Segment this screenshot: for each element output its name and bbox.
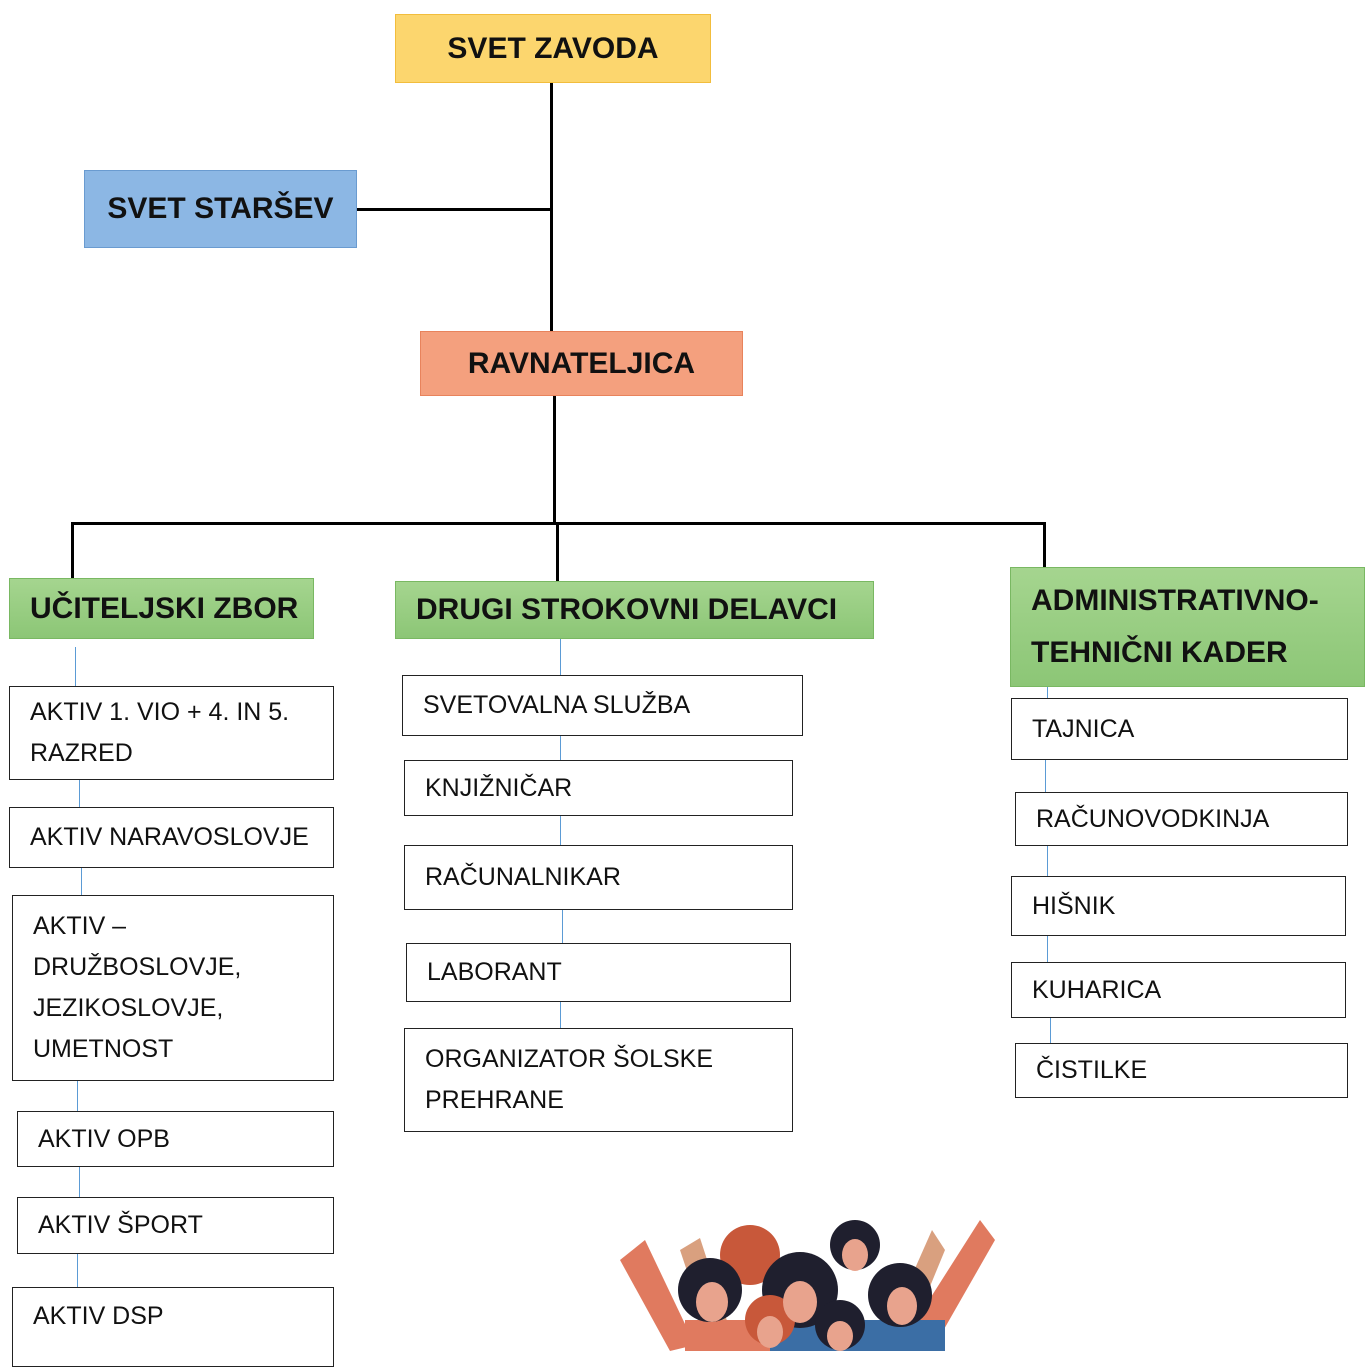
node-svet-zavoda: SVET ZAVODA xyxy=(395,14,711,83)
node-hisnik: HIŠNIK xyxy=(1011,876,1346,936)
node-label: RAČUNOVODKINJA xyxy=(1036,804,1270,833)
node-label: HIŠNIK xyxy=(1032,891,1116,920)
node-organizator-solske-prehrane: ORGANIZATOR ŠOLSKE PREHRANE xyxy=(404,1028,793,1132)
node-label: SVET STARŠEV xyxy=(107,192,334,225)
node-knjiznicar: KNJIŽNIČAR xyxy=(404,760,793,816)
node-aktiv-sport: AKTIV ŠPORT xyxy=(17,1197,334,1254)
node-label: SVET ZAVODA xyxy=(447,31,659,65)
node-label: AKTIV NARAVOSLOVJE xyxy=(30,823,309,851)
thin-connector xyxy=(560,1002,562,1028)
node-label: RAVNATELJICA xyxy=(467,346,696,380)
node-aktiv-druzboslovje: AKTIV – DRUŽBOSLOVJE, JEZIKOSLOVJE, UMET… xyxy=(12,895,334,1081)
node-ravnateljica: RAVNATELJICA xyxy=(420,331,743,396)
node-label: TAJNICA xyxy=(1032,714,1135,743)
node-tajnica: TAJNICA xyxy=(1011,698,1348,760)
connector-col2 xyxy=(556,524,559,582)
node-cistilke: ČISTILKE xyxy=(1015,1043,1348,1098)
connector-head-bus xyxy=(553,396,556,524)
thin-connector xyxy=(1047,936,1049,962)
node-administrativno-tehnicni-kader: ADMINISTRATIVNO-TEHNIČNI KADER xyxy=(1010,567,1365,687)
node-label: KNJIŽNIČAR xyxy=(425,773,573,802)
thin-connector xyxy=(1047,846,1049,876)
node-drugi-strokovni-delavci: DRUGI STROKOVNI DELAVCI xyxy=(395,581,874,639)
thin-connector xyxy=(81,868,83,895)
thin-connector xyxy=(75,647,77,686)
node-label: SVETOVALNA SLUŽBA xyxy=(423,691,691,719)
connector-bus xyxy=(71,522,1046,525)
thin-connector xyxy=(560,736,562,760)
thin-connector xyxy=(562,910,564,943)
thin-connector xyxy=(77,1254,79,1287)
node-label: LABORANT xyxy=(427,958,562,986)
node-aktiv-1-vio: AKTIV 1. VIO + 4. IN 5. RAZRED xyxy=(9,686,334,780)
node-label: ORGANIZATOR ŠOLSKE PREHRANE xyxy=(425,1045,714,1114)
node-label: AKTIV 1. VIO + 4. IN 5. RAZRED xyxy=(30,698,290,767)
node-svet-starsev: SVET STARŠEV xyxy=(84,170,357,248)
connector-parents xyxy=(357,208,552,211)
connector-col3 xyxy=(1043,522,1046,570)
thin-connector xyxy=(79,1167,81,1197)
node-kuharica: KUHARICA xyxy=(1011,962,1346,1018)
node-aktiv-dsp: AKTIV DSP xyxy=(12,1287,334,1367)
node-laborant: LABORANT xyxy=(406,943,791,1002)
node-label: AKTIV – DRUŽBOSLOVJE, JEZIKOSLOVJE, UMET… xyxy=(33,912,242,1063)
node-label: DRUGI STROKOVNI DELAVCI xyxy=(416,593,838,626)
thin-connector xyxy=(1050,1018,1052,1043)
node-label: AKTIV OPB xyxy=(38,1124,170,1153)
node-label: ADMINISTRATIVNO-TEHNIČNI KADER xyxy=(1031,584,1319,669)
node-aktiv-opb: AKTIV OPB xyxy=(17,1111,334,1167)
thin-connector xyxy=(560,639,562,675)
thin-connector xyxy=(1045,760,1047,792)
connector-top-head xyxy=(550,82,553,332)
node-uciteljski-zbor: UČITELJSKI ZBOR xyxy=(9,578,314,639)
node-aktiv-naravoslovje: AKTIV NARAVOSLOVJE xyxy=(9,807,334,868)
thin-connector xyxy=(79,780,81,807)
node-label: UČITELJSKI ZBOR xyxy=(30,591,299,625)
thin-connector xyxy=(560,816,562,845)
node-label: AKTIV ŠPORT xyxy=(38,1211,203,1239)
node-racunalnikar: RAČUNALNIKAR xyxy=(404,845,793,910)
group-people-illustration xyxy=(620,1220,995,1351)
connector-col1 xyxy=(71,522,74,579)
node-svetovalna-sluzba: SVETOVALNA SLUŽBA xyxy=(402,675,803,736)
thin-connector xyxy=(77,1081,79,1111)
node-label: ČISTILKE xyxy=(1036,1056,1148,1084)
node-label: RAČUNALNIKAR xyxy=(425,863,621,891)
node-racunovodkinja: RAČUNOVODKINJA xyxy=(1015,792,1348,846)
node-label: AKTIV DSP xyxy=(33,1302,164,1330)
node-label: KUHARICA xyxy=(1032,975,1162,1004)
